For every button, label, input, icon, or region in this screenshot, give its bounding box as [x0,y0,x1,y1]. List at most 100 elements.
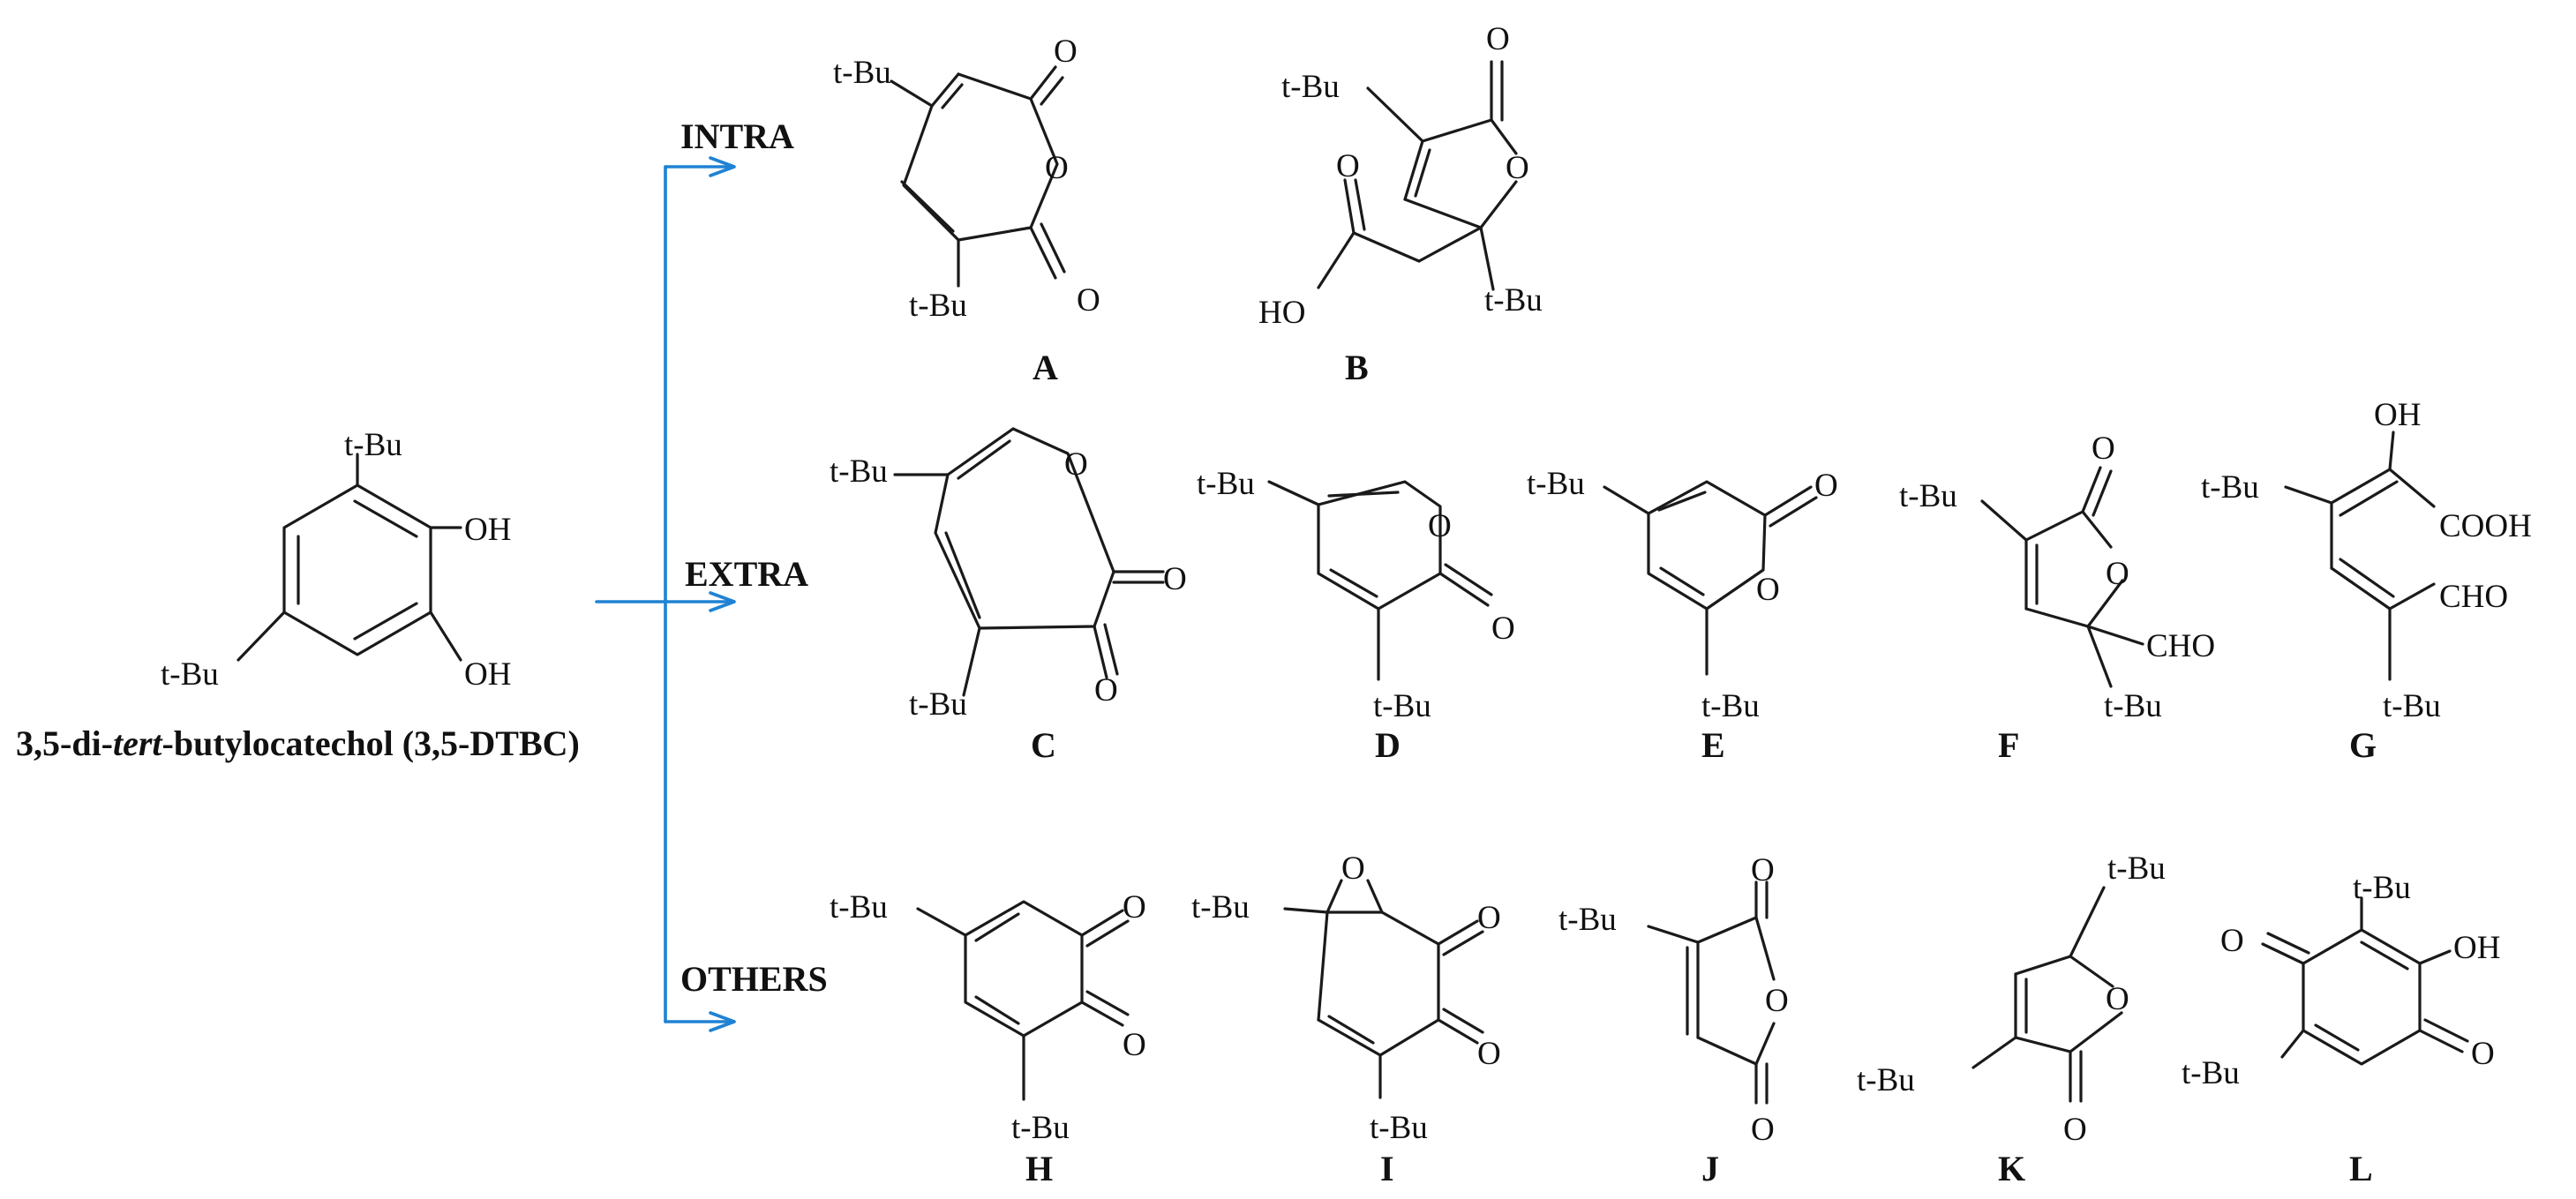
compound-c: t-Bu O O O t-Bu C [830,427,1187,765]
atom-label: O [1486,21,1510,57]
bond-lines [1971,886,2123,1103]
atom-label: t-Bu [1197,466,1255,502]
atom-label: O [1094,672,1118,708]
compound-i: O t-Bu O O t-Bu I [1191,851,1501,1188]
atom-label: t-Bu [909,288,967,324]
atom-label: O [1765,983,1789,1019]
atom-label: O [1477,900,1501,936]
compound-label-j: J [1701,1149,1719,1188]
compound-label-f: F [1998,725,2019,765]
atom-label: t-Bu [830,889,888,925]
compound-f: O t-Bu O CHO t-Bu F [1899,431,2215,765]
compound-label-d: D [1375,725,1401,765]
bond-lines [1603,480,1818,676]
atom-label: t-Bu [1281,69,1340,105]
atom-label: O [1814,468,1838,504]
compound-label-i: I [1380,1149,1394,1188]
atom-label: t-Bu [2383,688,2441,724]
compound-label-c: C [1031,725,1056,765]
bond-lines [2261,896,2469,1066]
atom-label: t-Bu [344,427,402,463]
atom-label: O [1756,572,1780,608]
atom-label: t-Bu [1527,466,1585,502]
atom-label: t-Bu [1373,688,1431,724]
compound-g: OH t-Bu COOH CHO t-Bu G [2201,397,2532,765]
bond-lines [916,900,1130,1101]
atom-label: O [1054,34,1078,70]
atom-label: HO [1258,295,1305,331]
atom-label: t-Bu [2182,1055,2240,1091]
atom-label: O [1163,561,1187,597]
atom-label: OH [464,656,511,693]
reaction-arrows [595,167,736,1022]
atom-label: O [1428,508,1452,544]
atom-label: O [1751,852,1775,888]
atom-label: t-Bu [1191,889,1250,925]
compound-a: t-Bu O O O t-Bu A [833,34,1100,387]
atom-label: O [1123,889,1146,925]
atom-label: O [2063,1112,2087,1148]
atom-label: O [1506,150,1529,186]
atom-label: CHO [2439,579,2508,615]
compound-label-a: A [1033,348,1058,387]
bond-lines [1283,879,1484,1099]
atom-label: t-Bu [2104,688,2162,724]
atom-label: t-Bu [2107,851,2166,887]
atom-label: t-Bu [1899,478,1957,514]
compound-h: t-Bu O O t-Bu H [830,889,1146,1188]
atom-label: COOH [2439,508,2532,544]
atom-label: t-Bu [1484,282,1543,318]
compound-d: t-Bu O O t-Bu D [1197,466,1515,765]
atom-label: O [1077,282,1100,318]
compound-label-b: B [1345,348,1369,387]
atom-label: O [1341,851,1365,887]
compound-j: t-Bu O O O J [1558,852,1789,1188]
atom-label: OH [2374,397,2421,433]
atom-label: t-Bu [1701,688,1760,724]
compound-k: t-Bu O t-Bu O K [1857,851,2166,1188]
bond-lines [890,65,1066,288]
compound-l: t-Bu O OH t-Bu O L [2182,870,2500,1188]
atom-label: OH [2453,930,2500,966]
atom-label: O [1477,1036,1501,1072]
atom-label: t-Bu [909,686,967,723]
atom-label: t-Bu [2353,870,2411,906]
atom-label: O [1336,148,1360,184]
atom-label: t-Bu [830,453,888,490]
atom-label: t-Bu [1558,902,1617,938]
atom-label: t-Bu [1370,1110,1428,1146]
atom-label: t-Bu [2201,469,2259,506]
atom-label: OH [464,512,511,548]
atom-label: O [1123,1027,1146,1063]
compound-label-k: K [1998,1149,2025,1188]
bond-lines [893,427,1165,697]
branch-label-others: OTHERS [680,959,828,999]
starting-material-name: 3,5-di-tert-butylocatechol (3,5-DTBC) [16,723,580,763]
bond-lines [1317,60,1518,291]
compound-label-l: L [2349,1149,2373,1188]
atom-label: O [1045,150,1069,186]
compound-e: t-Bu O O t-Bu E [1527,466,1838,765]
bond-lines [1267,480,1493,681]
atom-label: O [2106,981,2129,1017]
branch-label-extra: EXTRA [685,554,808,594]
starting-material-3-5-dtbc: t-Bu OH t-Bu OH 3,5-di-tert-butylocatech… [16,427,580,763]
compound-label-h: H [1025,1149,1053,1188]
atom-label: t-Bu [833,55,891,91]
atom-label: O [2092,431,2115,467]
atom-label: O [2220,923,2244,959]
compound-label-g: G [2349,725,2377,765]
atom-label: O [1751,1112,1775,1148]
atom-label: t-Bu [1857,1062,1915,1098]
bond-lines [237,453,462,662]
atom-label: t-Bu [1011,1110,1070,1146]
atom-label: O [2471,1036,2495,1072]
atom-label: O [1491,611,1515,647]
atom-label: O [2106,556,2129,592]
atom-label: CHO [2146,628,2215,664]
atom-label: t-Bu [161,656,219,693]
bond-lines [1980,466,2144,688]
atom-label: O [1064,446,1088,483]
compound-label-e: E [1701,725,1725,765]
